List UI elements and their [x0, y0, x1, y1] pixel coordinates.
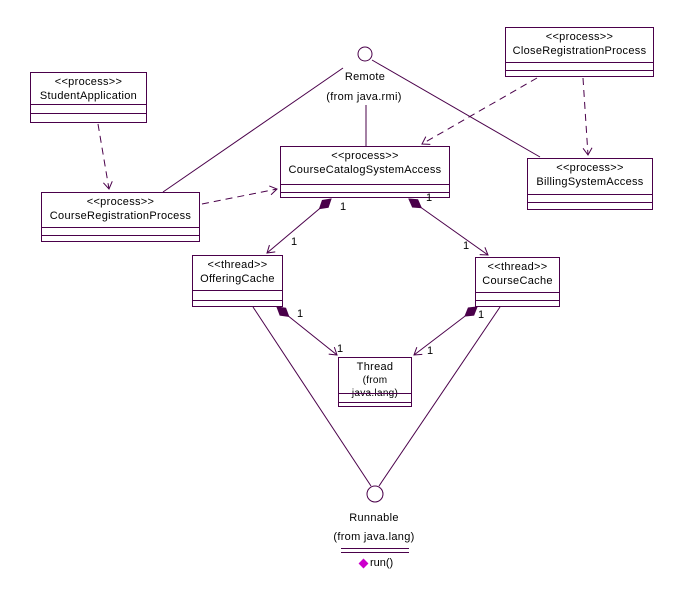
class-close-registration-process: <<process>> CloseRegistrationProcess [505, 27, 654, 77]
stereotype-label: <<process>> [556, 162, 624, 174]
operation-visibility-icon [358, 558, 369, 568]
multiplicity-coursecatalog-end: 1 [426, 192, 433, 204]
multiplicity-coursecache-end: 1 [463, 240, 470, 252]
remote-link-to-courseregistration [162, 67, 344, 193]
multiplicity-offeringcache-end: 1 [291, 236, 298, 248]
class-header: <<thread>> CourseCache [476, 258, 559, 292]
operations-compartment [193, 300, 282, 306]
operations-compartment [528, 202, 652, 209]
class-billing-system-access: <<process>> BillingSystemAccess [527, 158, 653, 210]
dependency-studentapp-courseregistration [97, 123, 113, 190]
class-course-registration-process: <<process>> CourseRegistrationProcess [41, 192, 200, 242]
class-name-label: StudentApplication [39, 90, 138, 102]
stereotype-label: <<thread>> [487, 261, 548, 273]
operation-label: run() [370, 557, 394, 569]
offeringcache-link-to-runnable [252, 306, 372, 487]
runnable-interface-label: Runnable [349, 512, 399, 524]
remote-interface-circle [357, 46, 373, 62]
composition-coursecache-thread [413, 306, 478, 356]
class-header: <<process>> CloseRegistrationProcess [506, 28, 653, 62]
attributes-compartment [31, 104, 146, 113]
dependency-closeregistration-billing [582, 77, 593, 156]
remote-package-label: (from java.rmi) [326, 91, 402, 103]
coursecache-link-to-runnable [378, 306, 501, 487]
stereotype-label: <<process>> [331, 150, 399, 162]
runnable-interface-circle [366, 485, 384, 503]
class-thread: Thread (from java.lang) [338, 357, 412, 407]
composition-offeringcache-thread [276, 306, 338, 356]
class-header: <<thread>> OfferingCache [193, 256, 282, 290]
operations-compartment [281, 192, 449, 197]
operations-compartment [31, 113, 146, 122]
multiplicity-thread-end: 1 [337, 343, 344, 355]
class-name-label: CourseRegistrationProcess [49, 210, 192, 222]
class-header: Thread (from java.lang) [339, 358, 411, 399]
class-offering-cache: <<thread>> OfferingCache [192, 255, 283, 307]
attributes-compartment [42, 227, 199, 235]
multiplicity-coursecatalog-end: 1 [340, 201, 347, 213]
class-name-label: OfferingCache [200, 273, 275, 285]
composition-coursecatalog-coursecache [408, 198, 489, 256]
operations-compartment [339, 402, 411, 406]
class-name-label: CloseRegistrationProcess [512, 45, 647, 57]
attributes-compartment [339, 393, 411, 402]
attributes-compartment [193, 290, 282, 300]
class-name-label: Thread [356, 361, 394, 373]
composition-coursecatalog-offeringcache [266, 198, 332, 254]
multiplicity-thread-end: 1 [427, 345, 434, 357]
class-header: <<process>> StudentApplication [31, 73, 146, 104]
attributes-compartment [476, 292, 559, 300]
runnable-operation-item: run() [358, 557, 394, 569]
remote-interface-label: Remote [344, 71, 386, 83]
class-header: <<process>> BillingSystemAccess [528, 159, 652, 194]
class-header: <<process>> CourseCatalogSystemAccess [281, 147, 449, 184]
attributes-compartment [528, 194, 652, 202]
multiplicity-offeringcache-end: 1 [297, 308, 304, 320]
attributes-compartment [281, 184, 449, 192]
class-course-cache: <<thread>> CourseCache [475, 257, 560, 307]
attributes-compartment [506, 62, 653, 70]
class-header: <<process>> CourseRegistrationProcess [42, 193, 199, 227]
operations-compartment [476, 300, 559, 306]
operations-compartment [42, 235, 199, 241]
class-name-label: CourseCache [482, 275, 553, 287]
stereotype-label: <<process>> [86, 196, 155, 208]
class-name-label: CourseCatalogSystemAccess [288, 164, 442, 176]
runnable-package-label: (from java.lang) [333, 531, 415, 543]
remote-link-to-billing [371, 59, 541, 158]
dependency-closeregistration-coursecatalog [421, 77, 538, 145]
operations-compartment [506, 70, 653, 76]
stereotype-label: <<process>> [545, 31, 614, 43]
class-name-label: BillingSystemAccess [536, 176, 644, 188]
multiplicity-coursecache-end: 1 [478, 309, 485, 321]
class-student-application: <<process>> StudentApplication [30, 72, 147, 123]
dependency-courseregistration-coursecatalog [201, 185, 278, 205]
class-course-catalog-system-access: <<process>> CourseCatalogSystemAccess [280, 146, 450, 198]
stereotype-label: <<process>> [54, 76, 123, 88]
stereotype-label: <<thread>> [207, 259, 268, 271]
